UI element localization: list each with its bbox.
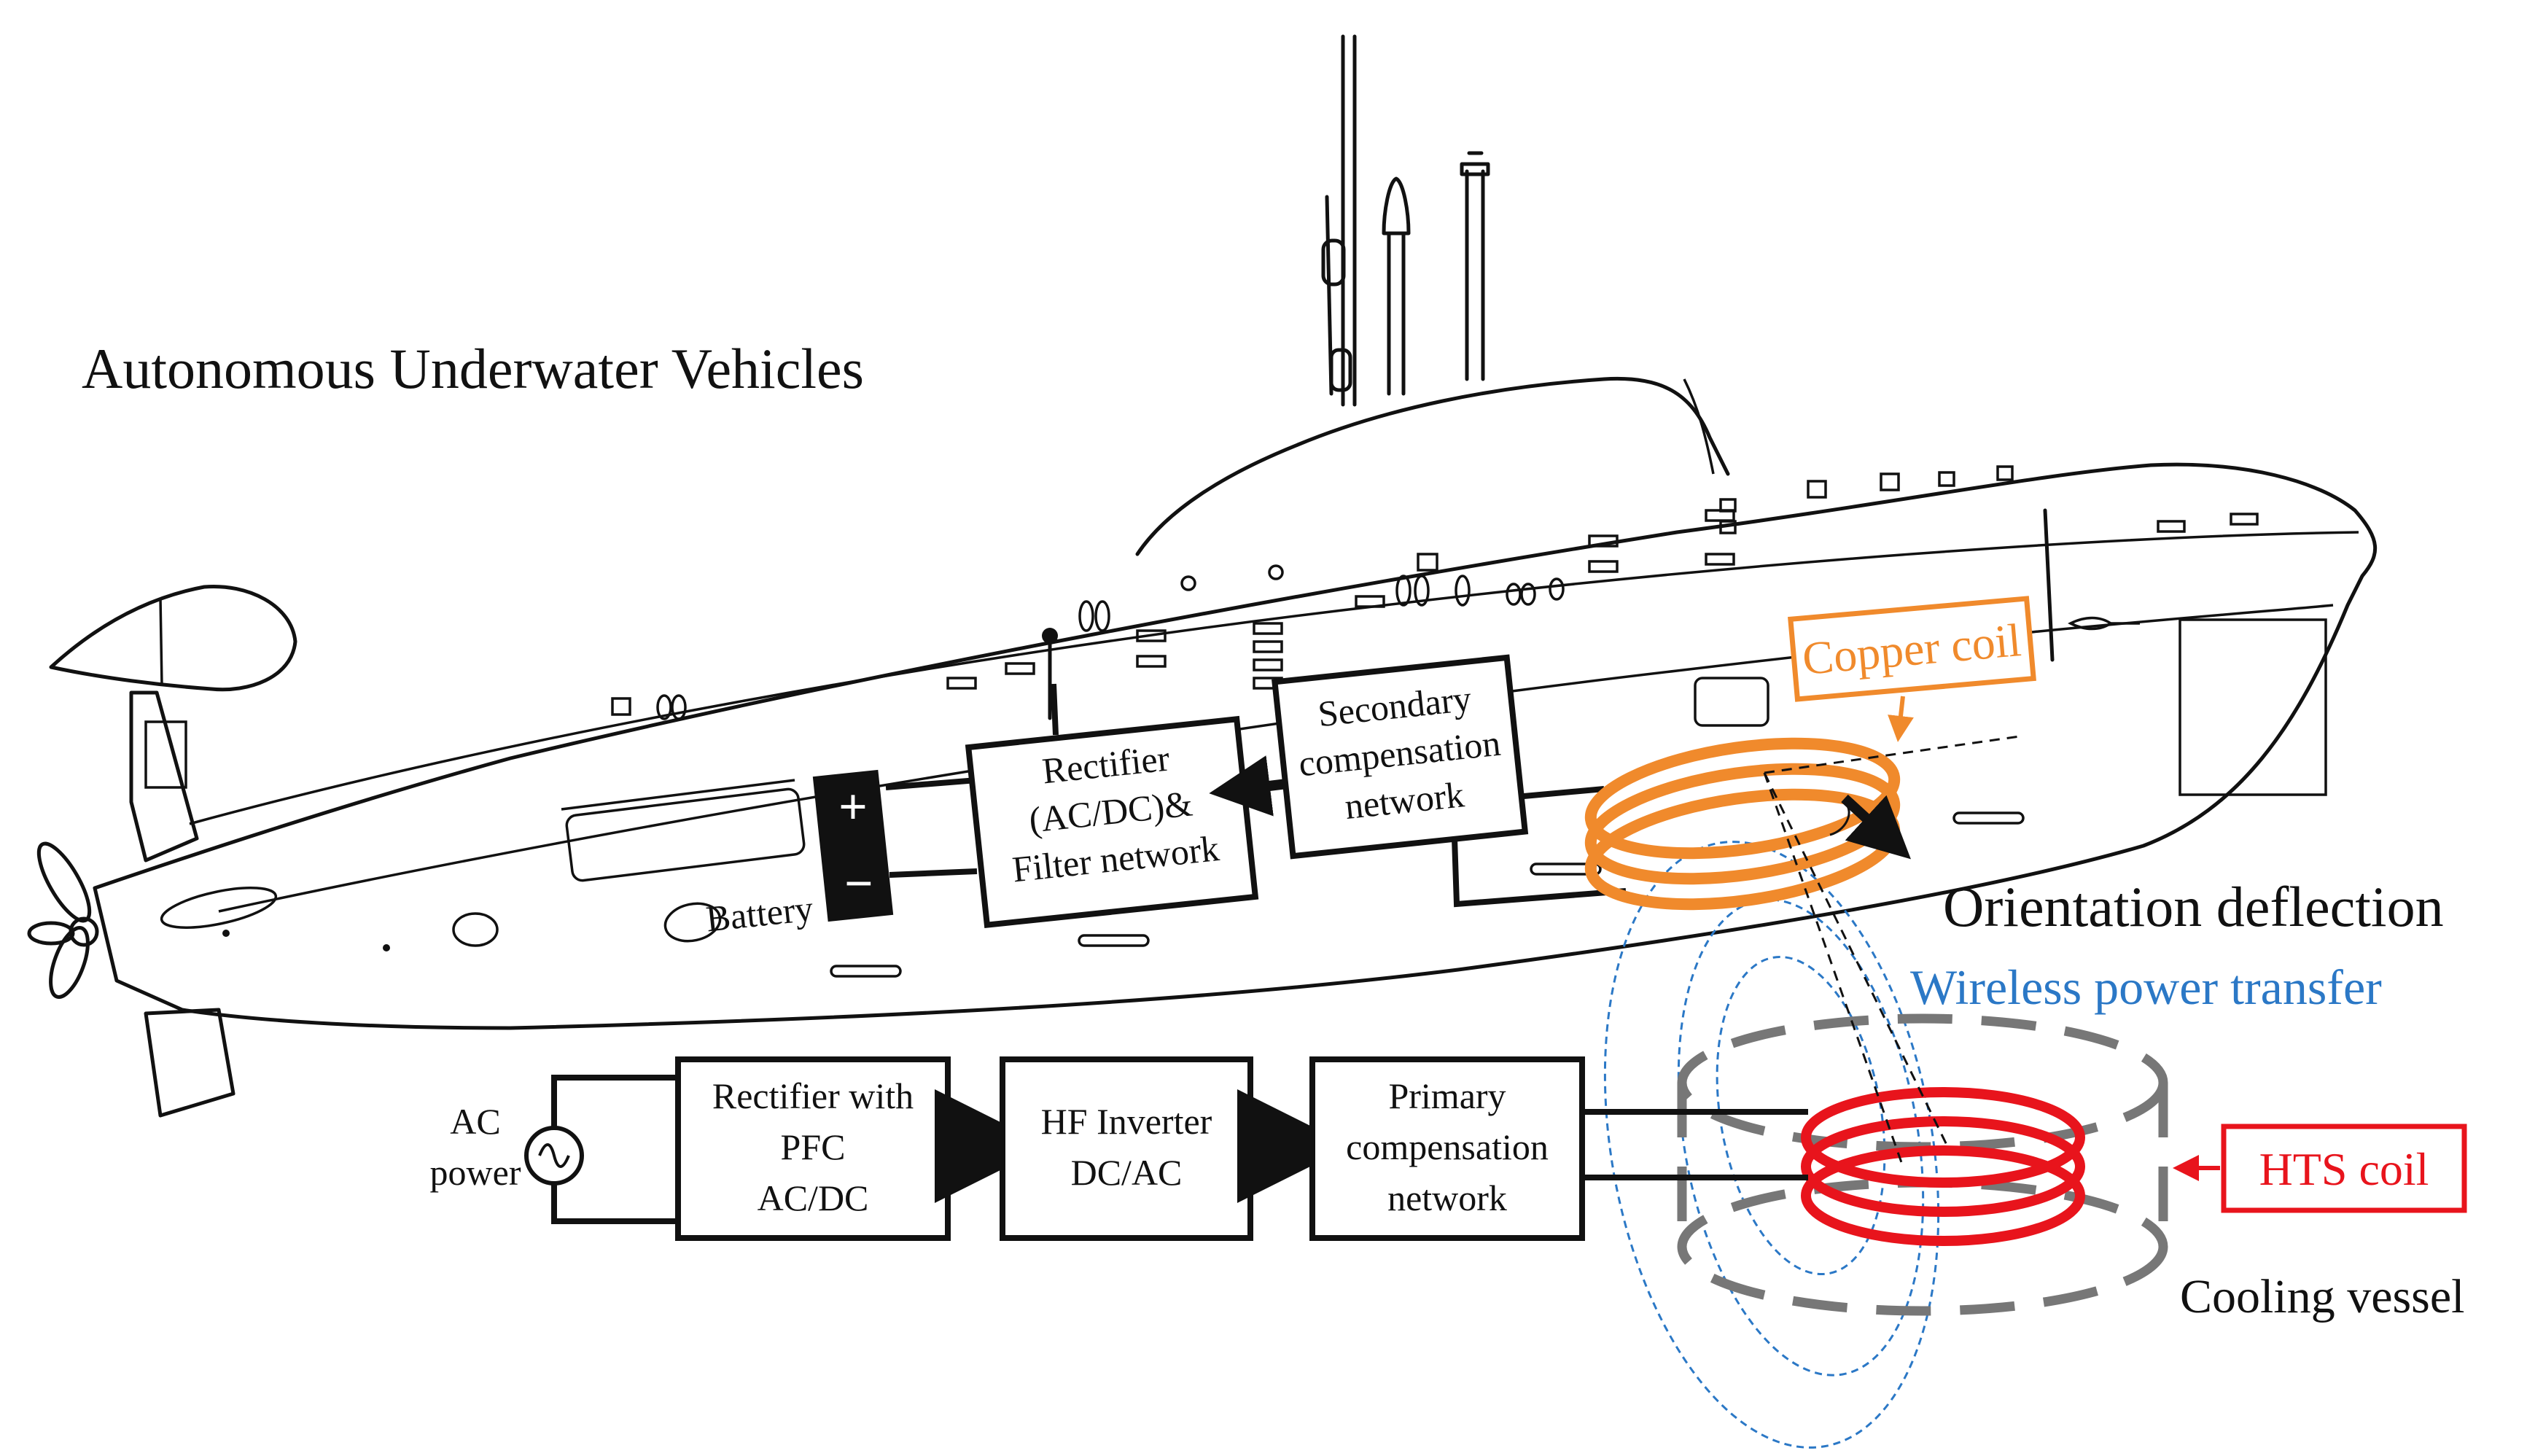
block-rectifier-pfc: Rectifier with PFC AC/DC xyxy=(675,1056,951,1241)
copper-coil xyxy=(1584,737,1901,911)
svg-text:network: network xyxy=(1387,1177,1507,1218)
masts xyxy=(1321,34,1490,407)
onboard-circuit: + − Battery Rectifier (AC/DC)& Filter ne… xyxy=(704,654,1627,939)
svg-text:PFC: PFC xyxy=(781,1126,846,1167)
svg-text:HTS coil: HTS coil xyxy=(2259,1143,2429,1195)
svg-text:+: + xyxy=(838,779,868,836)
submarine-drawing xyxy=(27,34,2378,1118)
deck-line xyxy=(189,531,2359,825)
svg-text:Primary: Primary xyxy=(1388,1075,1506,1116)
orientation-axes xyxy=(1763,735,2020,1167)
cooling-vessel-label: Cooling vessel xyxy=(2180,1270,2465,1323)
battery-label: Battery xyxy=(704,887,815,939)
stern-fins xyxy=(49,584,297,1118)
svg-text:HF Inverter: HF Inverter xyxy=(1041,1101,1212,1142)
ground-circuit: AC power Rectifier with PFC AC/DC HF Inv… xyxy=(430,1056,1808,1241)
copper-coil-label: Copper coil xyxy=(1788,596,2036,702)
block-primary-compensation: Primary compensation network xyxy=(1309,1056,1585,1241)
propeller-icon xyxy=(27,841,99,999)
ac-source-icon xyxy=(524,1126,584,1186)
hull-outline xyxy=(93,462,2378,1030)
ac-power-label-line1: AC xyxy=(450,1101,500,1142)
block-secondary-compensation: Secondary compensation network xyxy=(1272,654,1529,860)
cooling-vessel xyxy=(1677,1013,2168,1316)
hts-coil-label: HTS coil xyxy=(2221,1124,2467,1213)
ac-power-label-line2: power xyxy=(430,1152,521,1193)
conning-tower xyxy=(1135,376,1730,556)
svg-text:AC/DC: AC/DC xyxy=(758,1177,869,1218)
orientation-arrow xyxy=(1841,794,1911,860)
wireless-power-transfer-label: Wireless power transfer xyxy=(1910,959,2382,1015)
block-rectifier-filter: Rectifier (AC/DC)& Filter network xyxy=(965,715,1259,929)
svg-text:−: − xyxy=(844,856,873,912)
hts-coil xyxy=(1801,1087,2085,1246)
svg-text:Rectifier with: Rectifier with xyxy=(712,1075,914,1116)
block-hf-inverter: HF Inverter DC/AC xyxy=(1000,1056,1253,1241)
battery-icon: + − xyxy=(812,769,894,922)
orientation-deflection-label: Orientation deflection xyxy=(1943,875,2444,938)
svg-text:compensation: compensation xyxy=(1346,1126,1549,1167)
svg-text:DC/AC: DC/AC xyxy=(1071,1152,1183,1193)
hull-details xyxy=(160,465,2327,978)
diagram-title: Autonomous Underwater Vehicles xyxy=(82,337,864,400)
wireless-field-lines xyxy=(1603,841,1940,1449)
